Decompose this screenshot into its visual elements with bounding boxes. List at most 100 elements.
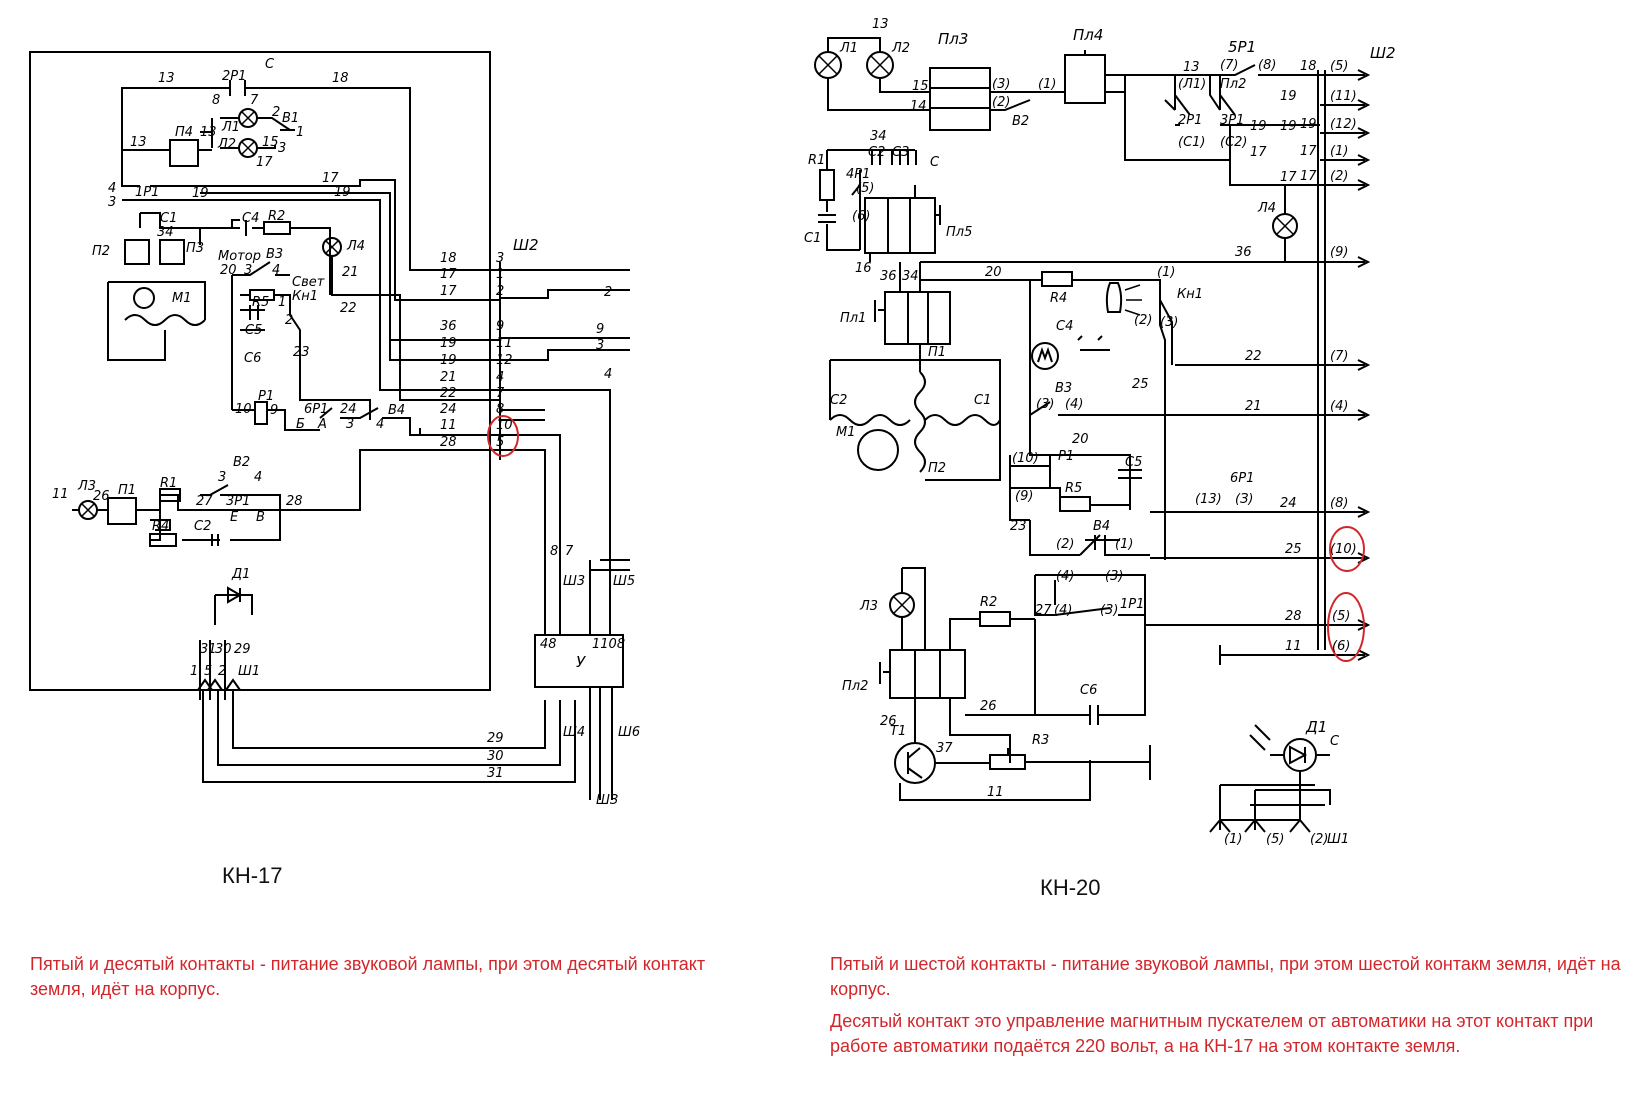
svg-text:(12): (12): [1330, 117, 1357, 132]
svg-text:(13): (13): [1195, 492, 1222, 507]
svg-text:36: 36: [880, 269, 897, 284]
svg-text:(4): (4): [1054, 603, 1072, 618]
svg-text:27: 27: [1035, 603, 1052, 618]
kn20-block-4p1: [864, 197, 936, 254]
svg-text:19: 19: [1280, 89, 1297, 104]
svg-text:Ш6: Ш6: [618, 725, 640, 740]
svg-text:R2: R2: [268, 209, 285, 224]
kn17-motor-m1: [133, 287, 155, 309]
svg-text:36: 36: [1235, 245, 1252, 260]
svg-text:П1: П1: [928, 345, 946, 360]
svg-text:26: 26: [93, 489, 110, 504]
svg-text:2Р1: 2Р1: [1178, 113, 1202, 128]
svg-text:21: 21: [342, 265, 359, 280]
svg-text:(С2): (С2): [1220, 135, 1248, 150]
svg-text:Ш2: Ш2: [513, 236, 539, 254]
svg-text:ШЗ: ШЗ: [596, 793, 618, 808]
note-kn20-control: Десятый контакт это управление магнитным…: [830, 1009, 1630, 1059]
svg-text:(1): (1): [1224, 832, 1242, 847]
svg-text:3: 3: [346, 417, 354, 432]
svg-text:Пл2: Пл2: [842, 679, 868, 694]
svg-text:(1): (1): [1115, 537, 1133, 552]
svg-text:24: 24: [1280, 496, 1297, 511]
kn20-resistor-r2: [979, 611, 1011, 627]
svg-text:36: 36: [440, 319, 457, 334]
svg-text:(6): (6): [852, 209, 870, 224]
svg-text:(4): (4): [1330, 399, 1348, 414]
svg-text:28: 28: [1285, 609, 1302, 624]
svg-text:13: 13: [130, 135, 147, 150]
svg-text:1Р1: 1Р1: [135, 185, 159, 200]
svg-text:Е: Е: [230, 510, 239, 525]
svg-text:(1): (1): [1330, 144, 1348, 159]
svg-text:17: 17: [256, 155, 273, 170]
svg-text:Кн1: Кн1: [1177, 287, 1203, 302]
svg-text:В3: В3: [1055, 381, 1072, 396]
svg-text:С2: С2: [830, 393, 847, 408]
svg-text:1Р1: 1Р1: [1120, 597, 1144, 612]
svg-text:С3: С3: [892, 145, 909, 160]
svg-text:3: 3: [244, 263, 252, 278]
svg-text:34: 34: [902, 269, 919, 284]
svg-text:18: 18: [440, 251, 457, 266]
svg-text:26: 26: [980, 699, 997, 714]
note-kn17: Пятый и десятый контакты - питание звуко…: [30, 952, 750, 1002]
svg-text:19: 19: [440, 336, 457, 351]
svg-text:(5): (5): [856, 181, 874, 196]
svg-text:10: 10: [496, 418, 513, 433]
kn20-resistor-r1: [819, 169, 835, 201]
kn20-caption: КН-20: [1040, 875, 1101, 900]
svg-text:С: С: [265, 57, 275, 72]
svg-text:9: 9: [270, 403, 278, 418]
svg-text:В4: В4: [1093, 519, 1110, 534]
svg-text:9: 9: [496, 319, 504, 334]
kn20-bus: [1317, 70, 1326, 650]
note-kn17-text: Пятый и десятый контакты - питание звуко…: [30, 954, 706, 999]
kn17-relay-p1: [254, 401, 268, 425]
svg-text:25: 25: [1132, 377, 1149, 392]
svg-text:29: 29: [234, 642, 251, 657]
svg-text:48: 48: [540, 637, 557, 652]
svg-text:(7): (7): [1330, 349, 1348, 364]
svg-text:23: 23: [293, 345, 310, 360]
svg-text:(3): (3): [992, 77, 1010, 92]
svg-text:С4: С4: [242, 211, 259, 226]
svg-text:П2: П2: [928, 461, 946, 476]
svg-text:28: 28: [286, 494, 303, 509]
svg-text:R4: R4: [152, 519, 169, 534]
svg-text:3: 3: [218, 470, 226, 485]
svg-text:25: 25: [1285, 542, 1302, 557]
svg-text:19: 19: [1300, 117, 1317, 132]
svg-text:Ш1: Ш1: [1327, 832, 1349, 847]
svg-text:6Р1: 6Р1: [1230, 471, 1254, 486]
svg-text:Б: Б: [296, 417, 305, 432]
kn17-fuse-p3: [159, 239, 185, 265]
svg-text:Д1: Д1: [1305, 718, 1327, 736]
svg-text:Л4: Л4: [1257, 201, 1276, 216]
svg-text:Пл1: Пл1: [840, 311, 866, 326]
svg-text:19: 19: [440, 353, 457, 368]
svg-text:С4: С4: [1056, 319, 1073, 334]
svg-text:30: 30: [215, 642, 232, 657]
svg-text:11: 11: [52, 487, 69, 502]
svg-text:(8): (8): [1330, 496, 1348, 511]
svg-text:19: 19: [334, 185, 351, 200]
svg-text:28: 28: [440, 435, 457, 450]
svg-text:17: 17: [1250, 145, 1267, 160]
svg-text:R2: R2: [980, 595, 997, 610]
svg-text:5Р1: 5Р1: [1228, 38, 1256, 56]
svg-text:21: 21: [440, 370, 457, 385]
svg-text:12: 12: [496, 353, 513, 368]
svg-text:(5): (5): [1266, 832, 1284, 847]
svg-text:30: 30: [487, 749, 504, 764]
kn17-resistor-r4: [149, 533, 177, 547]
svg-text:24: 24: [340, 402, 357, 417]
svg-text:А: А: [317, 417, 327, 432]
svg-text:С2: С2: [868, 145, 885, 160]
svg-text:31: 31: [200, 642, 217, 657]
svg-text:(9): (9): [1330, 245, 1348, 260]
svg-text:(6): (6): [1332, 639, 1350, 654]
svg-text:3: 3: [496, 251, 504, 266]
kn17-fuse-p1: [107, 497, 137, 525]
svg-text:Л3: Л3: [77, 479, 96, 494]
